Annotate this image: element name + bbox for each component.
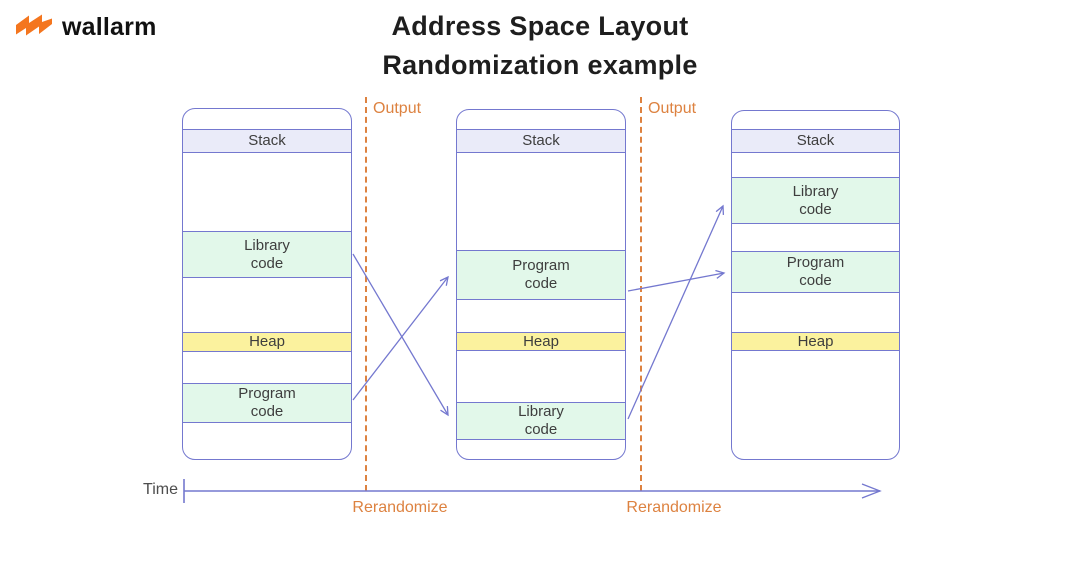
segment-library-code: Library code: [183, 231, 351, 278]
segment-stack: Stack: [183, 129, 351, 153]
segment-label: Stack: [796, 132, 835, 149]
time-label: Time: [143, 481, 178, 498]
page-title-line2: Randomization example: [382, 50, 698, 80]
segment-heap: Heap: [732, 332, 899, 351]
segment-label: Library code: [244, 236, 290, 272]
page-title: Address Space Layout Randomization examp…: [240, 7, 840, 85]
segment-stack: Stack: [457, 129, 625, 153]
arrow-program-2-to-3: [627, 273, 724, 292]
segment-label: Library code: [792, 182, 839, 218]
arrow-library-2-to-3: [627, 206, 723, 420]
segment-stack: Stack: [732, 129, 899, 153]
wallarm-logo-text: wallarm: [62, 12, 157, 41]
arrow-program-1-to-2: [352, 277, 448, 401]
segment-program-code: Program code: [457, 250, 625, 300]
segment-library-code: Library code: [732, 177, 899, 224]
memory-column-3: Stack Library code Program code Heap: [731, 110, 900, 460]
segment-label: Program code: [512, 257, 570, 292]
memory-column-1: Stack Library code Heap Program code: [182, 108, 352, 460]
segment-library-code: Library code: [457, 402, 625, 440]
output-dashed-line-2: [640, 97, 642, 491]
output-label-2: Output: [648, 100, 697, 117]
segment-label: Program code: [786, 254, 845, 289]
segment-program-code: Program code: [732, 251, 899, 293]
wallarm-logo-icon: [16, 14, 52, 36]
segment-heap: Heap: [183, 332, 351, 352]
rerandomize-label-2: Rerandomize: [626, 499, 722, 516]
output-label-1: Output: [373, 100, 422, 117]
arrow-library-1-to-2: [352, 253, 448, 415]
segment-label: Heap: [797, 332, 834, 350]
wallarm-logo: wallarm: [14, 12, 157, 42]
segment-label: Stack: [248, 132, 286, 149]
segment-label: Stack: [522, 132, 560, 149]
segment-program-code: Program code: [183, 383, 351, 423]
segment-heap: Heap: [457, 332, 625, 351]
rerandomize-label-1: Rerandomize: [352, 499, 448, 516]
segment-label: Program code: [238, 385, 296, 420]
page-title-line1: Address Space Layout: [391, 11, 689, 41]
output-dashed-line-1: [365, 97, 367, 491]
segment-label: Heap: [523, 332, 559, 350]
memory-column-2: Stack Program code Heap Library code: [456, 109, 626, 460]
segment-label: Heap: [249, 333, 285, 350]
segment-label: Library code: [518, 403, 564, 438]
